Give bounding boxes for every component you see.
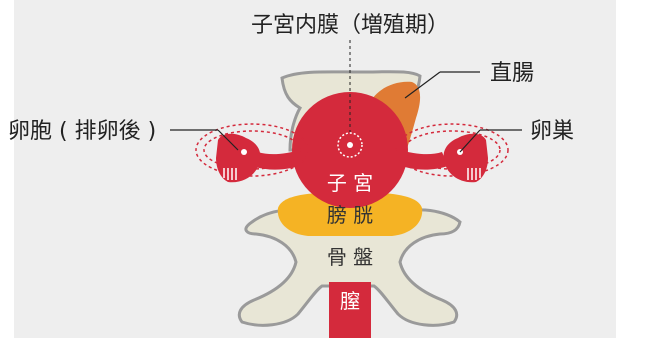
ovary-label: 卵巣 xyxy=(530,119,574,144)
endometrium-marker xyxy=(337,132,363,158)
left-ovary-path xyxy=(195,123,309,177)
pelvis-shape xyxy=(237,208,462,327)
left-follicle xyxy=(241,149,247,155)
bladder-label: 膀 胱 xyxy=(327,203,373,227)
vagina-label: 膣 xyxy=(340,289,360,313)
rectum-leader xyxy=(404,71,441,99)
right-fimbriae xyxy=(467,168,481,180)
left-fimbriae xyxy=(223,168,237,180)
pelvis-label: 骨 盤 xyxy=(327,245,373,269)
left-tube xyxy=(252,150,304,170)
rectum-label: 直腸 xyxy=(490,61,534,86)
vagina-shape xyxy=(329,282,371,338)
corpus-luteum-label: 卵胞 ( 排卵後 ) xyxy=(8,119,156,144)
bladder-shape xyxy=(277,192,423,236)
right-ovary-path xyxy=(395,123,509,177)
endometrium-dot xyxy=(347,142,353,148)
right-tube xyxy=(396,150,448,170)
uterus-label: 子 宮 xyxy=(327,171,373,195)
corpus-leader-d xyxy=(217,129,239,151)
endometrium-label: 子宮内膜（増殖期） xyxy=(251,13,449,38)
uterus-shape xyxy=(292,92,408,208)
ovary-leader xyxy=(459,129,481,153)
right-ovary-shape xyxy=(443,133,488,183)
left-ovary-shape xyxy=(216,133,261,183)
